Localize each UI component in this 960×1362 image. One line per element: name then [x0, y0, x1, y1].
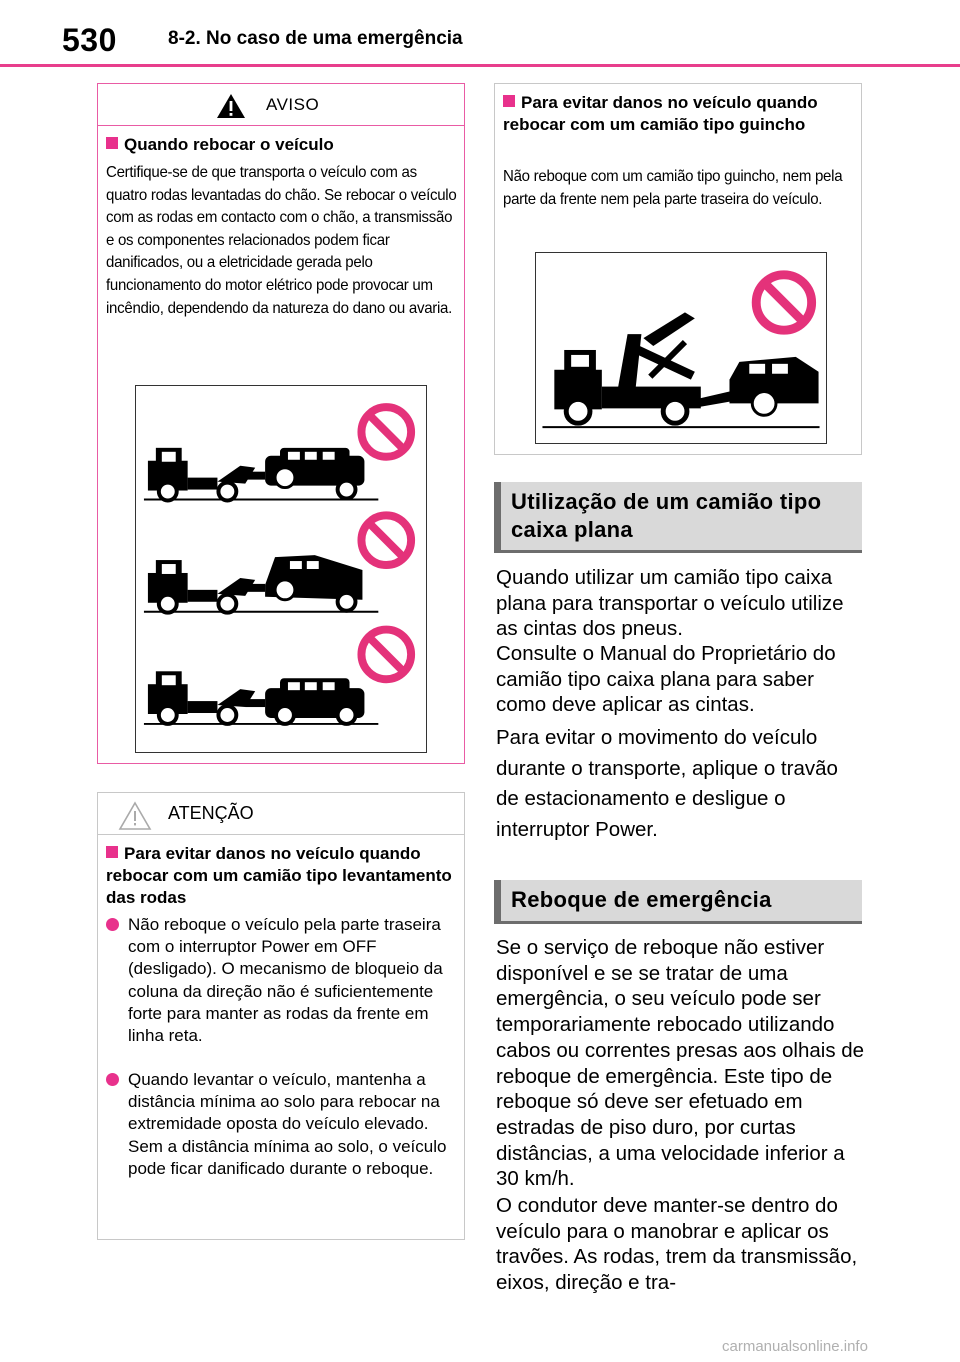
- emergency-towing-paragraph-1: Se o serviço de reboque não estiver disp…: [496, 936, 865, 1191]
- no-sling-tow-truck-icon: [535, 252, 827, 444]
- flatbed-paragraph-2: Consulte o Manual do Proprietário do cam…: [496, 642, 836, 717]
- page-number: 530: [62, 22, 117, 58]
- square-bullet-icon: [106, 846, 118, 858]
- no-towing-rear-lift-icon: [143, 511, 416, 615]
- warning-triangle-icon: [217, 94, 245, 118]
- watermark: carmanualsonline.info: [722, 1338, 868, 1355]
- sling-tow-box: Para evitar danos no veículo quando rebo…: [494, 83, 862, 455]
- emergency-towing-paragraph-2: O condutor deve manter-se dentro do veíc…: [496, 1194, 858, 1295]
- towing-prohibited-illustration: [135, 385, 427, 753]
- sling-tow-subheading: Para evitar danos no veículo quando rebo…: [503, 93, 818, 134]
- aviso-subheading: Quando rebocar o veículo: [106, 134, 456, 156]
- caution-triangle-icon: [118, 801, 152, 830]
- no-towing-flat-icon: [143, 625, 416, 726]
- list-item: Não reboque o veículo pela parte traseir…: [106, 914, 458, 1047]
- round-bullet-icon: [106, 918, 119, 931]
- square-bullet-icon: [503, 95, 515, 107]
- aviso-box: AVISO Quando rebocar o veículo Certifiqu…: [97, 83, 465, 764]
- page-header: 530 8-2. No caso de uma emergência: [0, 0, 960, 70]
- flatbed-section-heading: Utilização de um camião tipo caixa plana: [494, 482, 862, 553]
- list-item: Quando levantar o veículo, mantenha a di…: [106, 1069, 458, 1180]
- atencao-label: ATENÇÃO: [168, 803, 254, 823]
- square-bullet-icon: [106, 137, 118, 149]
- section-title: 8-2. No caso de uma emergência: [168, 28, 463, 49]
- aviso-header: AVISO: [98, 84, 464, 126]
- atencao-subheading: Para evitar danos no veículo quando rebo…: [106, 844, 452, 907]
- aviso-label: AVISO: [266, 95, 320, 114]
- flatbed-paragraph-3: Para evitar o movimento do veículo duran…: [496, 726, 838, 841]
- atencao-header: ATENÇÃO: [98, 793, 464, 835]
- flatbed-paragraph-1: Quando utilizar um camião tipo caixa pla…: [496, 566, 844, 641]
- no-towing-front-lift-icon: [143, 403, 416, 503]
- emergency-towing-heading: Reboque de emergência: [494, 880, 862, 924]
- header-rule: [0, 64, 960, 67]
- round-bullet-icon: [106, 1073, 119, 1086]
- atencao-box: ATENÇÃO Para evitar danos no veículo qua…: [97, 792, 465, 1240]
- sling-tow-text: Não reboque com um camião tipo guincho, …: [503, 168, 843, 208]
- aviso-text: Certifique-se de que transporta o veícul…: [106, 164, 457, 317]
